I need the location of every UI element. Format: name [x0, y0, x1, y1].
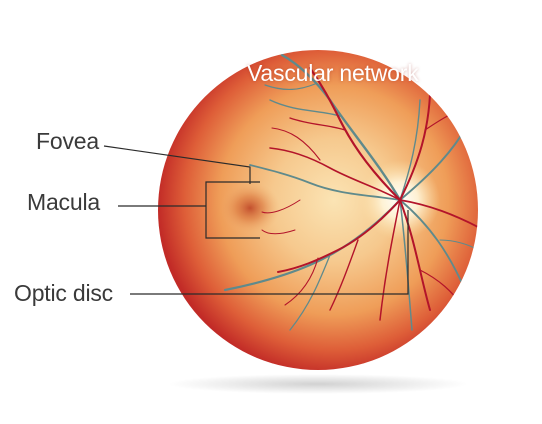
macula-bracket	[205, 181, 260, 239]
arteries	[261, 66, 478, 321]
retina-fundus	[158, 50, 478, 370]
macula-label: Macula	[27, 189, 100, 215]
vascular-network-label: Vascular network	[247, 60, 419, 86]
leader-lines	[103, 145, 409, 295]
drop-shadow	[168, 374, 468, 394]
optic-disc-label: Optic disc	[14, 280, 113, 306]
fovea-label: Fovea	[36, 128, 99, 154]
fovea-leader-line	[103, 145, 251, 184]
optic-disc-leader-line	[130, 210, 409, 295]
macula-spot	[220, 182, 280, 234]
